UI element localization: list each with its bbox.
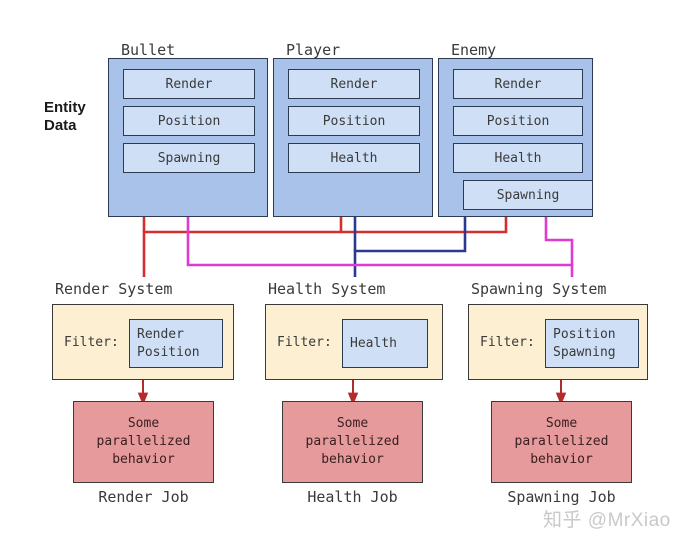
system-box-spawning[interactable]: Filter: Position Spawning xyxy=(468,304,648,380)
job-box-spawning[interactable]: Some parallelized behavior xyxy=(491,401,632,483)
entity-box-enemy[interactable]: Render Position Health Spawning xyxy=(438,58,593,217)
system-box-health[interactable]: Filter: Health xyxy=(265,304,443,380)
component-player-health[interactable]: Health xyxy=(288,143,420,173)
component-bullet-spawning[interactable]: Spawning xyxy=(123,143,255,173)
job-box-render[interactable]: Some parallelized behavior xyxy=(73,401,214,483)
filter-value-render-0: Render xyxy=(137,326,184,342)
entity-data-label-line2: Data xyxy=(44,117,77,135)
filter-value-health-0: Health xyxy=(350,335,397,351)
job-spawning-line3: behavior xyxy=(530,451,593,467)
system-title-health: Health System xyxy=(268,280,386,298)
job-box-health[interactable]: Some parallelized behavior xyxy=(282,401,423,483)
component-bullet-render[interactable]: Render xyxy=(123,69,255,99)
job-title-spawning: Spawning Job xyxy=(507,488,616,506)
component-enemy-position[interactable]: Position xyxy=(453,106,583,136)
component-bullet-position[interactable]: Position xyxy=(123,106,255,136)
system-title-spawning: Spawning System xyxy=(471,280,607,298)
entity-title-bullet: Bullet xyxy=(121,41,176,59)
component-enemy-render[interactable]: Render xyxy=(453,69,583,99)
entity-title-player: Player xyxy=(286,41,341,59)
filter-values-spawning[interactable]: Position Spawning xyxy=(545,319,639,368)
filter-label-health: Filter: xyxy=(277,335,332,350)
component-player-render[interactable]: Render xyxy=(288,69,420,99)
wire-render xyxy=(142,217,508,277)
entity-data-label-line1: Entity xyxy=(44,99,86,116)
entity-box-player[interactable]: Render Position Health xyxy=(273,58,433,217)
entity-box-bullet[interactable]: Render Position Spawning xyxy=(108,58,268,217)
job-title-health: Health Job xyxy=(307,488,398,506)
component-player-position[interactable]: Position xyxy=(288,106,420,136)
filter-value-render-1: Position xyxy=(137,344,200,360)
entity-title-enemy: Enemy xyxy=(451,41,497,59)
job-health-line3: behavior xyxy=(321,451,384,467)
filter-values-health[interactable]: Health xyxy=(342,319,428,368)
system-box-render[interactable]: Filter: Render Position xyxy=(52,304,234,380)
component-enemy-spawning[interactable]: Spawning xyxy=(463,180,593,210)
job-render-line2: parallelized xyxy=(96,434,191,450)
job-spawning-line2: parallelized xyxy=(514,434,609,450)
job-title-render: Render Job xyxy=(98,488,189,506)
job-render-line1: Some xyxy=(127,416,160,432)
filter-label-spawning: Filter: xyxy=(480,335,535,350)
job-health-line2: parallelized xyxy=(305,434,400,450)
watermark: 知乎 @MrXiao xyxy=(543,510,671,531)
system-title-render: Render System xyxy=(55,280,173,298)
entity-data-label: Entity Data xyxy=(44,99,114,136)
filter-value-spawning-0: Position xyxy=(553,326,616,342)
filter-label-render: Filter: xyxy=(64,335,119,350)
job-render-line3: behavior xyxy=(112,451,175,467)
component-enemy-health[interactable]: Health xyxy=(453,143,583,173)
filter-value-spawning-1: Spawning xyxy=(553,344,616,360)
filter-values-render[interactable]: Render Position xyxy=(129,319,223,368)
job-health-line1: Some xyxy=(336,416,369,432)
wire-spawning xyxy=(186,217,574,277)
job-spawning-line1: Some xyxy=(545,416,578,432)
